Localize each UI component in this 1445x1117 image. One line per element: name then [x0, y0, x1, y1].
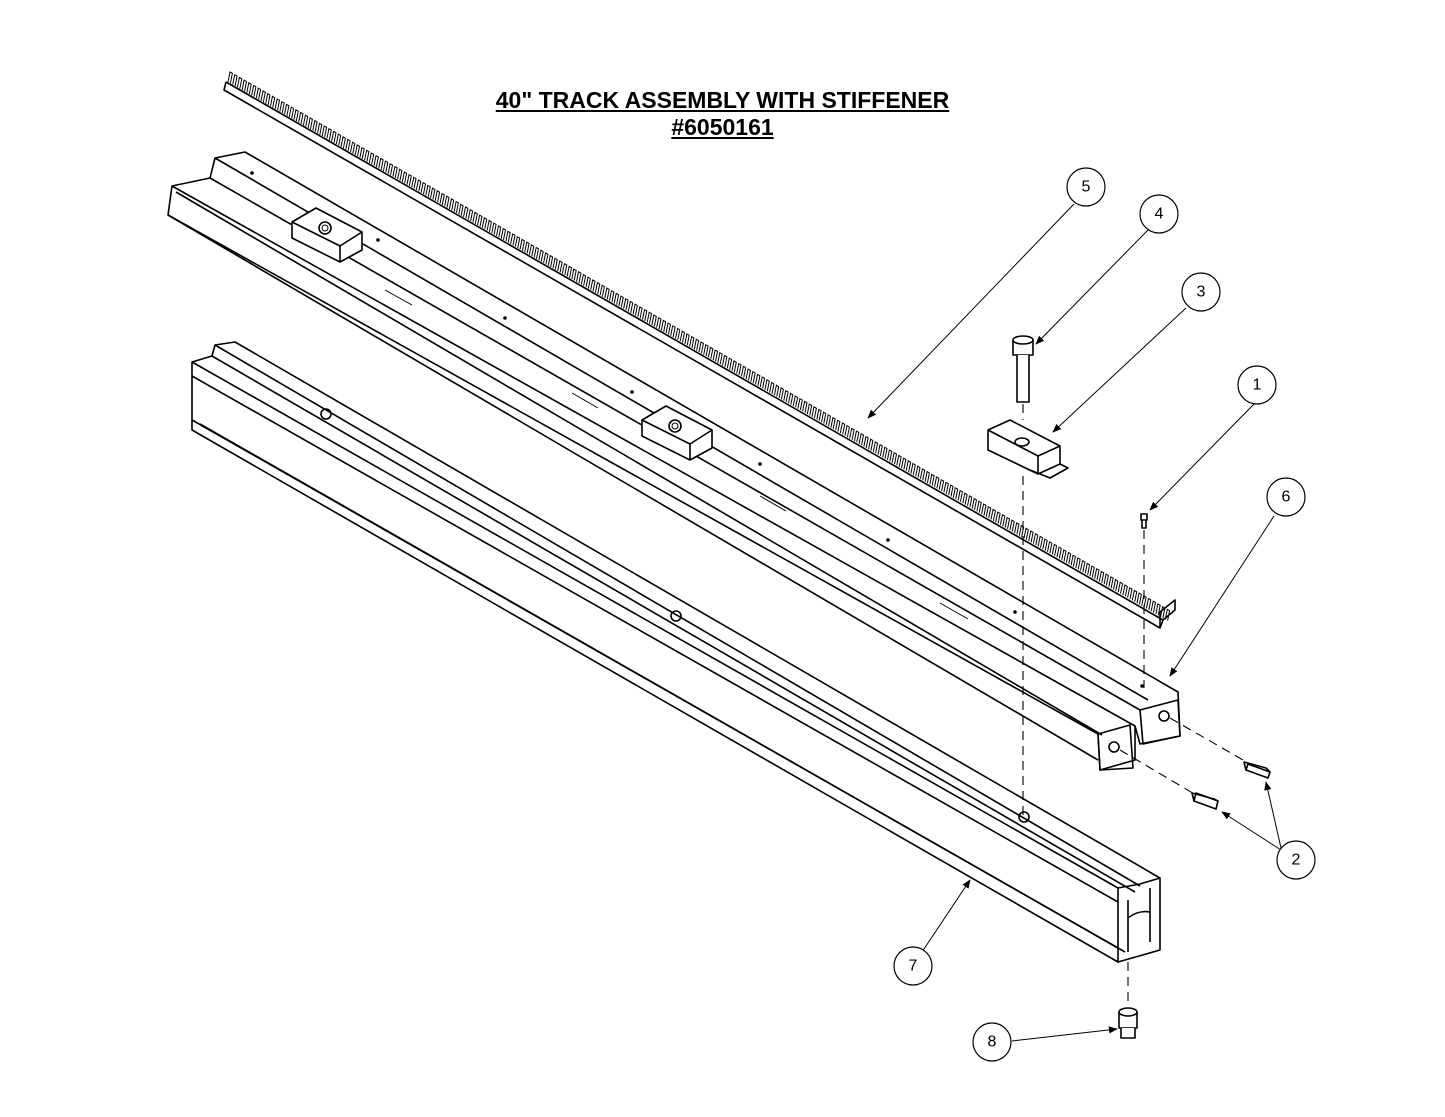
- balloon-3-label: 3: [1197, 284, 1206, 301]
- bottom-screw: [1118, 1007, 1138, 1039]
- balloon-6: 6: [1266, 477, 1306, 517]
- balloon-8: 8: [972, 1022, 1012, 1062]
- stiffener-beam: [191, 341, 1161, 963]
- dowel-pins: [1191, 761, 1271, 810]
- balloon-4: 4: [1139, 194, 1179, 234]
- balloon-1-label: 1: [1253, 377, 1262, 394]
- balloon-5-label: 5: [1082, 179, 1091, 196]
- t-nut: [987, 419, 1069, 479]
- balloon-1: 1: [1237, 365, 1277, 405]
- balloon-6-label: 6: [1282, 489, 1291, 506]
- assembly-lines: [1022, 404, 1251, 1006]
- balloon-3: 3: [1181, 272, 1221, 312]
- balloon-2: 2: [1276, 840, 1316, 880]
- gear-rack: [223, 71, 1176, 629]
- drawing-part-number: #6050161: [671, 114, 774, 140]
- balloon-2-label: 2: [1292, 852, 1301, 869]
- set-screw: [1140, 513, 1148, 529]
- drawing-title: 40" TRACK ASSEMBLY WITH STIFFENER: [495, 87, 950, 113]
- balloon-7-label: 7: [909, 958, 918, 975]
- cap-screw: [1012, 335, 1034, 403]
- balloon-5: 5: [1066, 167, 1106, 207]
- balloon-4-label: 4: [1155, 206, 1164, 223]
- track-extrusion: [167, 151, 1181, 771]
- leader-lines: [867, 203, 1282, 1042]
- balloon-8-label: 8: [988, 1034, 997, 1051]
- balloon-7: 7: [893, 946, 933, 986]
